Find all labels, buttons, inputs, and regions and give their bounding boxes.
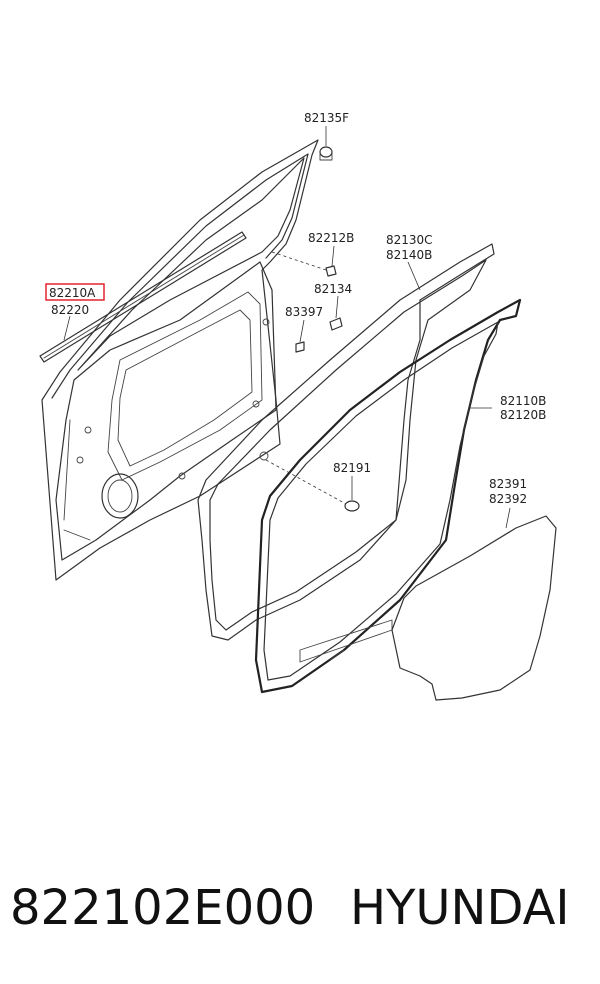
retainer-83397-drawing (295, 341, 305, 353)
label-82134[interactable]: 82134 (314, 282, 352, 296)
protective-film-drawing (391, 515, 557, 701)
label-82110b[interactable]: 82110B (500, 394, 546, 408)
brand-caption: HYUNDAI (350, 880, 570, 936)
label-82220[interactable]: 82220 (51, 303, 89, 317)
label-82391[interactable]: 82391 (489, 477, 527, 491)
clip-82135f-drawing (319, 146, 333, 161)
fastener-82212b-drawing (271, 251, 337, 277)
label-82120b[interactable]: 82120B (500, 408, 546, 422)
highlighted-part-box (45, 283, 105, 301)
label-82140b[interactable]: 82140B (386, 248, 432, 262)
label-83397[interactable]: 83397 (285, 305, 323, 319)
part-number-caption: 822102E000 (10, 880, 316, 936)
label-82135f[interactable]: 82135F (304, 111, 349, 125)
label-82392[interactable]: 82392 (489, 492, 527, 506)
label-82212b[interactable]: 82212B (308, 231, 354, 245)
grommet-82191-drawing (265, 459, 360, 512)
outer-weatherstrip-drawing (197, 243, 495, 641)
inner-weatherstrip-drawing (254, 298, 522, 694)
plug-82134-drawing (329, 317, 343, 331)
label-82210a[interactable]: 82210A (49, 286, 96, 300)
leader-lines (63, 126, 511, 529)
door-panel-drawing (39, 139, 319, 581)
label-82130c[interactable]: 82130C (386, 233, 433, 247)
label-82191[interactable]: 82191 (333, 461, 371, 475)
